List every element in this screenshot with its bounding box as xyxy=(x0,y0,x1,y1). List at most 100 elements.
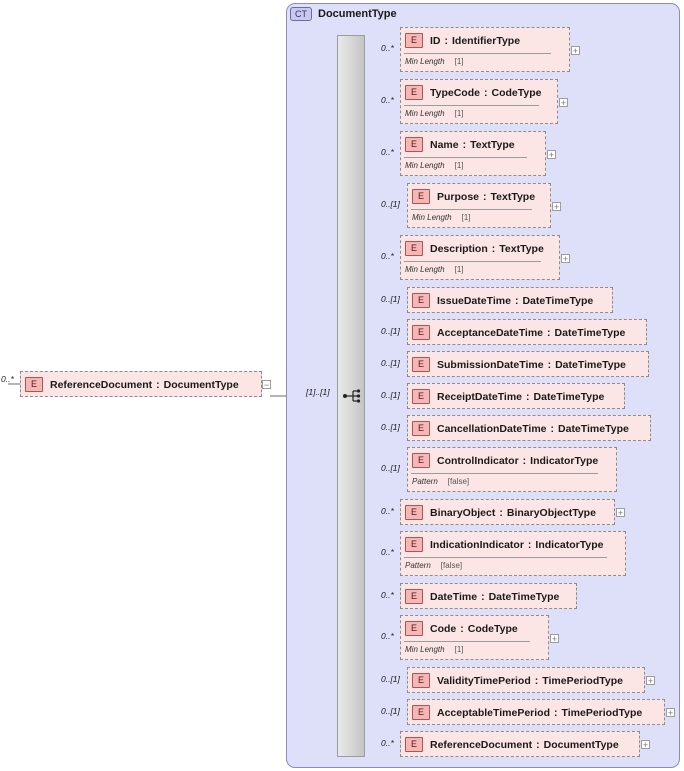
element-badge-icon: E xyxy=(405,537,423,552)
element-type: TextType xyxy=(499,242,544,255)
element-badge-icon: E xyxy=(412,673,430,688)
element-cardinality: 0..* xyxy=(381,43,394,53)
element-cardinality: 0..* xyxy=(381,631,394,641)
element-facet: Min Length[1] xyxy=(405,645,464,654)
element-name: CancellationDateTime xyxy=(437,422,547,435)
element-cardinality: 0..[1] xyxy=(381,463,400,473)
element-cardinality: 0..[1] xyxy=(381,422,400,432)
minus-icon[interactable]: − xyxy=(262,380,271,390)
facet-name: Min Length xyxy=(405,109,445,118)
element-name: AcceptanceDateTime xyxy=(437,326,544,339)
element-name: Description xyxy=(430,242,488,255)
sequence-cardinality: [1]..[1] xyxy=(306,387,330,397)
element-badge-icon: E xyxy=(405,589,423,604)
facet-divider xyxy=(404,557,607,558)
type-separator: : xyxy=(483,190,487,203)
facet-divider xyxy=(404,105,539,106)
type-separator: : xyxy=(536,738,540,751)
element-badge-icon: E xyxy=(412,357,430,372)
element-cardinality: 0..* xyxy=(381,590,394,600)
element-type: BinaryObjectType xyxy=(506,506,596,519)
facet-name: Pattern xyxy=(405,561,431,570)
facet-divider xyxy=(411,209,532,210)
expand-plus-icon[interactable]: + xyxy=(641,740,650,750)
element-cardinality: 0..[1] xyxy=(381,706,400,716)
element-box[interactable]: E DateTime:DateTimeType xyxy=(400,583,577,609)
facet-name: Min Length xyxy=(412,213,452,222)
facet-value: [1] xyxy=(461,213,471,222)
element-type: CodeType xyxy=(491,86,542,99)
element-facet: Pattern[false] xyxy=(412,477,469,486)
element-type: IdentifierType xyxy=(452,34,521,47)
element-name: IssueDateTime xyxy=(437,294,511,307)
element-badge-icon: E xyxy=(405,33,423,48)
expand-plus-icon[interactable]: + xyxy=(616,508,625,518)
type-separator: : xyxy=(550,422,555,435)
element-name: TypeCode xyxy=(430,86,480,99)
element-cardinality: 0..[1] xyxy=(381,674,400,684)
element-badge-icon: E xyxy=(412,189,430,204)
type-separator: : xyxy=(514,294,519,307)
complex-type-name: DocumentType xyxy=(318,8,397,20)
element-cardinality: 0..[1] xyxy=(381,358,400,368)
facet-name: Min Length xyxy=(405,265,445,274)
expand-plus-icon[interactable]: + xyxy=(547,150,556,160)
element-type: DateTimeType xyxy=(554,326,626,339)
facet-name: Min Length xyxy=(405,57,445,66)
expand-plus-icon[interactable]: + xyxy=(571,46,580,56)
element-type: TextType xyxy=(470,138,515,151)
element-name: DateTime xyxy=(430,590,478,603)
element-cardinality: 0..* xyxy=(381,738,394,748)
element-name: BinaryObject xyxy=(430,506,496,519)
expand-plus-icon[interactable]: + xyxy=(559,98,568,108)
complex-type-header: CT DocumentType xyxy=(290,7,397,21)
type-separator: : xyxy=(499,506,503,519)
element-cardinality: 0..[1] xyxy=(381,326,400,336)
expand-plus-icon[interactable]: + xyxy=(550,634,559,644)
facet-divider xyxy=(404,261,541,262)
facet-value: [false] xyxy=(440,561,463,570)
expand-plus-icon[interactable]: + xyxy=(552,202,561,212)
element-badge-icon: E xyxy=(412,389,430,404)
root-element-box[interactable]: E ReferenceDocument : DocumentType xyxy=(20,371,262,397)
element-type: TimePeriodType xyxy=(561,706,643,719)
element-facet: Pattern [false] xyxy=(405,561,462,570)
element-badge-icon: E xyxy=(405,241,423,256)
type-separator: : xyxy=(534,674,539,687)
facet-name: Min Length xyxy=(405,161,445,170)
type-separator: : xyxy=(481,590,485,603)
sequence-icon[interactable] xyxy=(342,388,362,404)
facet-divider xyxy=(404,157,527,158)
type-separator: : xyxy=(462,138,467,151)
element-type: DateTimeType xyxy=(522,294,594,307)
expand-plus-icon[interactable]: + xyxy=(646,676,655,686)
root-element-name: ReferenceDocument xyxy=(50,378,153,391)
element-cardinality: 0..* xyxy=(381,506,394,516)
ct-badge-icon: CT xyxy=(290,7,312,21)
expand-plus-icon[interactable]: + xyxy=(666,708,675,718)
facet-divider xyxy=(411,473,598,474)
type-separator: : xyxy=(444,34,449,47)
expand-plus-icon[interactable]: + xyxy=(561,254,570,264)
type-separator: : xyxy=(547,358,552,371)
root-element-type: DocumentType xyxy=(163,378,239,391)
element-type: DateTimeType xyxy=(488,590,560,603)
element-type: IndicatorType xyxy=(535,538,604,551)
